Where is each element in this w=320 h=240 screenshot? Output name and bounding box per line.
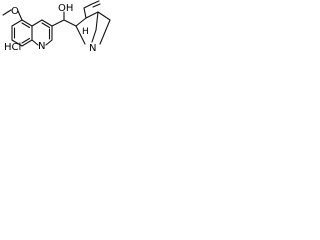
quinuclidine-cage xyxy=(75,7,111,45)
methoxy-group xyxy=(2,9,23,21)
quinoline-ring xyxy=(11,19,53,47)
vinyl-group xyxy=(83,0,101,9)
methoxy-oxygen-label: O xyxy=(11,6,19,17)
hydroxyl-label: OH xyxy=(58,3,73,14)
hcl-label: HCl xyxy=(4,42,21,53)
stereo-hydrogen-label: H xyxy=(82,27,89,37)
quinuclidine-nitrogen-label: N xyxy=(89,43,96,54)
quinoline-nitrogen-label: N xyxy=(38,41,45,52)
carbinol-linker xyxy=(51,11,77,27)
chemical-structure: O HCl OH N H N xyxy=(2,0,111,54)
